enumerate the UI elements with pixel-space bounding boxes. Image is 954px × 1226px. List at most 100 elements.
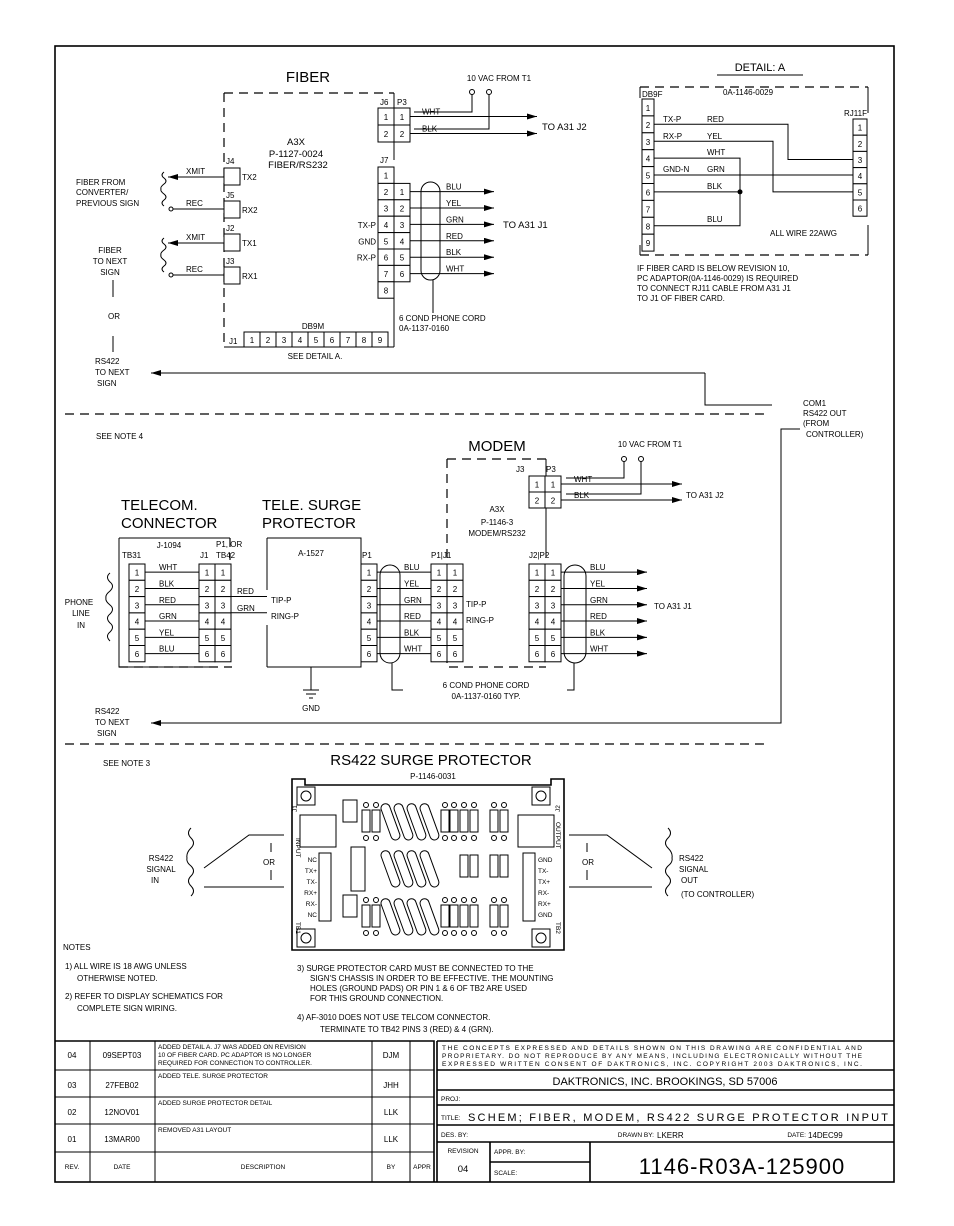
rev-date: 09SEPT03 bbox=[103, 1051, 142, 1060]
db9f-pin-number: 9 bbox=[646, 239, 651, 248]
tb31-pin-number: 5 bbox=[135, 634, 140, 643]
wire-color-label: YEL bbox=[590, 579, 606, 588]
port-rx2[interactable] bbox=[223, 200, 241, 219]
adaptor-part: 0A-1146-0029 bbox=[723, 88, 774, 97]
wire-color-label: WHT bbox=[574, 475, 592, 484]
telecom-j1-pin-number: 4 bbox=[205, 618, 210, 627]
fiber-next-text: TO NEXT bbox=[93, 257, 128, 266]
varistor bbox=[419, 850, 440, 888]
varistor bbox=[380, 803, 401, 841]
rev-number: 02 bbox=[68, 1108, 77, 1117]
tb31-pin-number: 3 bbox=[135, 601, 140, 610]
detail-a-note: TO J1 OF FIBER CARD. bbox=[637, 294, 725, 303]
port-tx1[interactable] bbox=[223, 233, 241, 252]
tb1-pin-label: NC bbox=[308, 912, 318, 919]
surge-p1-pin-number: 4 bbox=[367, 618, 372, 627]
modem-section: SEE NOTE 4 MODEM 10 VAC FROM T1 J3 P3 TO… bbox=[65, 432, 724, 738]
appr-by-label: APPR. BY: bbox=[494, 1149, 526, 1156]
input-lines bbox=[203, 834, 284, 888]
db9m-pin-number: 5 bbox=[314, 336, 319, 345]
detail-a-title: DETAIL: A bbox=[735, 62, 786, 74]
port-tx2[interactable] bbox=[223, 167, 241, 186]
fiber-next-text: FIBER bbox=[98, 246, 122, 255]
fiber-from-text: PREVIOUS SIGN bbox=[76, 199, 139, 208]
tip-wire-color: RED bbox=[237, 587, 254, 596]
port-j2-label: J2 bbox=[226, 224, 235, 233]
via bbox=[451, 897, 457, 903]
tele-surge-title: PROTECTOR bbox=[262, 515, 356, 532]
fiber-cord-pin-number: 5 bbox=[400, 254, 405, 263]
signal-out-text: RS422 bbox=[679, 854, 704, 863]
fiber-type: FIBER/RS232 bbox=[268, 160, 328, 171]
input-label: INPUT bbox=[294, 838, 301, 858]
tb2-pin-label: RX+ bbox=[538, 901, 551, 908]
rev-date: 12NOV01 bbox=[104, 1108, 140, 1117]
a1527-label: A-1527 bbox=[298, 549, 324, 558]
fiber-cord-pin-number: 1 bbox=[400, 188, 405, 197]
tb31-pin-number: 4 bbox=[135, 618, 140, 627]
telecom-j1-label: J1 bbox=[200, 551, 209, 560]
see-note-3: SEE NOTE 3 bbox=[103, 759, 151, 768]
resistor bbox=[371, 809, 381, 833]
rs422-next-text: TO NEXT bbox=[95, 368, 130, 377]
header-appr: APPR bbox=[413, 1164, 431, 1171]
tb2-pin-label: GND bbox=[538, 912, 553, 919]
via bbox=[461, 930, 467, 936]
surge-p1-label: P1 bbox=[362, 551, 372, 560]
phone-line-text: IN bbox=[77, 621, 85, 630]
j1-rj-connector[interactable] bbox=[299, 814, 337, 848]
modem-j1-pin-number: 4 bbox=[453, 618, 458, 627]
pin-signal-label: GND bbox=[358, 237, 376, 246]
rs422-com-line bbox=[704, 373, 772, 406]
cable-bundle bbox=[563, 564, 587, 664]
resistor bbox=[440, 904, 450, 928]
tb2-terminal-block[interactable] bbox=[522, 852, 536, 922]
rj11f-pin-number: 1 bbox=[858, 124, 863, 133]
tb42-pin-number: 3 bbox=[221, 601, 226, 610]
wire-color-label: WHT bbox=[590, 645, 608, 654]
j2-rj-connector[interactable] bbox=[517, 814, 555, 848]
terminal-icon bbox=[621, 456, 627, 462]
resistor bbox=[499, 809, 509, 833]
signal-out-text: (TO CONTROLLER) bbox=[681, 890, 755, 899]
port-rx1[interactable] bbox=[223, 266, 241, 285]
via bbox=[491, 802, 497, 808]
rs422-surge-title: RS422 SURGE PROTECTOR bbox=[330, 752, 532, 769]
wire-color-label: RED bbox=[159, 596, 176, 605]
mounting-hole-icon bbox=[300, 790, 312, 802]
wire-color-label: BLK bbox=[159, 579, 175, 588]
brace-icon bbox=[186, 827, 194, 897]
company-address: DAKTRONICS, INC. BROOKINGS, SD 57006 bbox=[553, 1076, 778, 1088]
rev-description: ADDED SURGE PROTECTOR DETAIL bbox=[158, 1100, 273, 1107]
cable-bundle bbox=[379, 564, 401, 664]
notes: NOTES 1) ALL WIRE IS 18 AWG UNLESS OTHER… bbox=[63, 943, 553, 1034]
title-grid bbox=[437, 1069, 894, 1182]
wire-color-label: GRN bbox=[404, 596, 422, 605]
modem-p1-pin-number: 2 bbox=[437, 585, 442, 594]
fiber-j7-label: J7 bbox=[380, 156, 389, 165]
drawing-number: 1146-R03A-125900 bbox=[639, 1154, 845, 1179]
rev-date: 27FEB02 bbox=[105, 1081, 139, 1090]
tb1-terminal-block[interactable] bbox=[318, 852, 332, 922]
modem-p1-pin-number: 6 bbox=[437, 650, 442, 659]
via bbox=[363, 802, 369, 808]
drawing-title: SCHEM; FIBER, MODEM, RS422 SURGE PROTECT… bbox=[468, 1112, 888, 1124]
db9f-pin-number: 7 bbox=[646, 205, 651, 214]
junction-dot bbox=[737, 189, 743, 195]
note-4: 4) AF-3010 DOES NOT USE TELCOM CONNECTOR… bbox=[297, 1013, 490, 1022]
detail-a-note: PC ADAPTOR(0A-1146-0029) IS REQUIRED bbox=[637, 274, 798, 283]
port-tx1-label: TX1 bbox=[242, 239, 257, 248]
modem-p3-pin-number: 1 bbox=[551, 481, 556, 490]
telecom-outline-dash bbox=[119, 538, 232, 668]
note-2: 2) REFER TO DISPLAY SCHEMATICS FOR bbox=[65, 992, 223, 1001]
wire-color: WHT bbox=[707, 148, 725, 157]
via bbox=[471, 835, 477, 841]
brace-icon bbox=[160, 171, 167, 207]
modem-tip-label: TIP-P bbox=[466, 600, 486, 609]
xmit-label: XMIT bbox=[186, 233, 205, 242]
via bbox=[461, 835, 467, 841]
via bbox=[451, 835, 457, 841]
fiber-p3-pin-number: 2 bbox=[400, 130, 405, 139]
db9m-pin bbox=[371, 331, 389, 348]
via bbox=[373, 897, 379, 903]
